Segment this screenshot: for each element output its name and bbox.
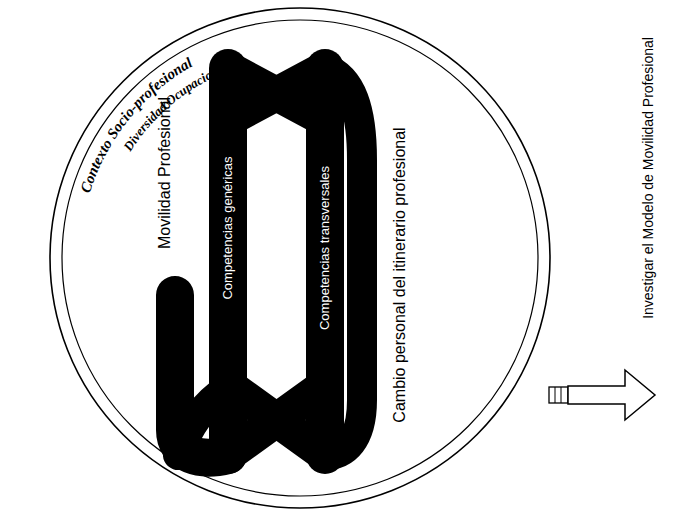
- outer-ring: [50, 8, 550, 508]
- context-circle: Contexto Socio-profesionalDiversidad Ocu…: [47, 5, 553, 511]
- arrow-connector: [549, 387, 568, 403]
- band-text: Competencias transversales: [317, 166, 333, 330]
- ribbon-strand: [228, 68, 325, 120]
- ribbon-caption: Movilidad Profesional: [155, 97, 174, 249]
- target-label: Investigar el Modelo de Movilidad Profes…: [640, 37, 657, 319]
- arrow-connector-line: [555, 387, 556, 403]
- hollow-arrow: [568, 370, 655, 420]
- ribbon-caption: Cambio personal del itinerario profesion…: [390, 127, 409, 422]
- arrow-connector-line: [561, 387, 562, 403]
- ribbon-shape: [140, 50, 420, 470]
- ribbon-strand: [178, 388, 228, 455]
- ribbon-strand: [175, 295, 228, 458]
- ribbon-group: [175, 68, 362, 458]
- ribbon-strand: [228, 68, 325, 120]
- inner-ring: [62, 20, 538, 496]
- mobility-ribbon: Movilidad Profesional Competencias genéri…: [140, 50, 420, 470]
- band-text: Competencias genéricas: [220, 156, 236, 299]
